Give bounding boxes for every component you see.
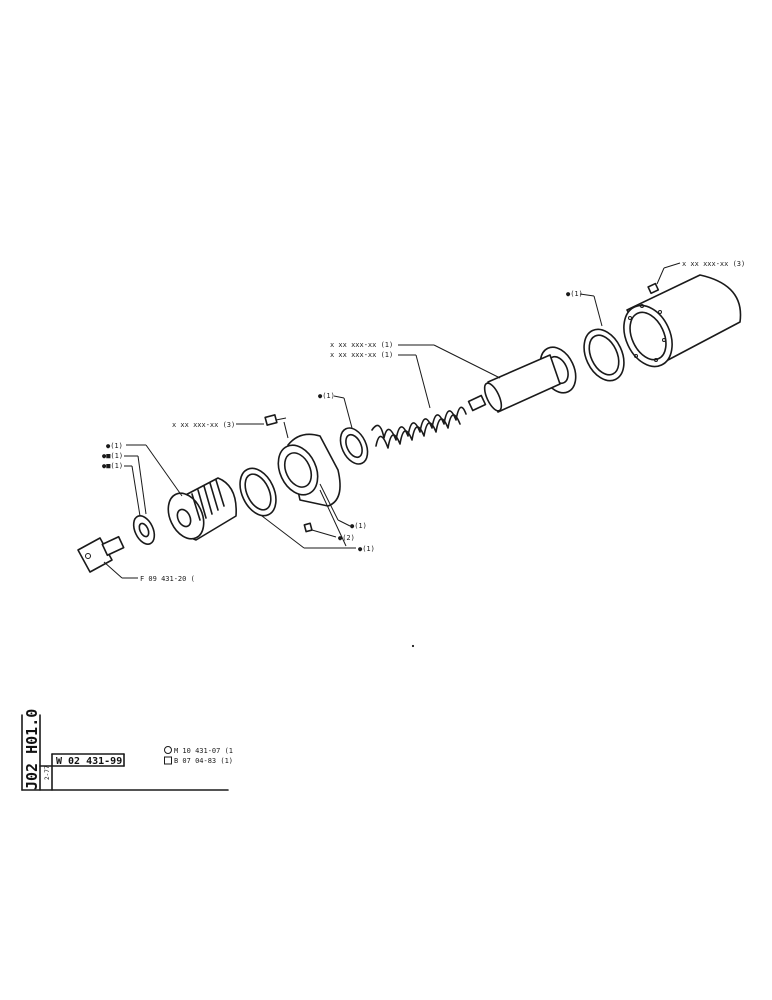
cylinder-housing [277,433,351,547]
small-pin [303,522,337,538]
legend-circle-symbol [164,746,172,754]
callout-housing-c: ●(1) [358,545,375,553]
callout-housing-b: ●(2) [338,534,355,542]
callout-cover-seal: ●(1) [566,290,583,298]
callout-cover-bolt: x xx xxx-xx (3) [682,260,745,268]
washer [124,455,156,545]
callout-spring-seat: ●(1) [318,392,335,400]
cover-bolt [647,262,681,295]
callout-tube-assembly: x xx xxx-xx (1) [330,341,393,349]
callout-spring: x xx xxx-xx (1) [330,351,393,359]
clevis [77,535,138,579]
o-ring [239,467,356,549]
legend [164,746,172,765]
callout-bolt-left: x xx xxx-xx (3) [172,421,235,429]
callout-washer-a: ●■(1) [102,452,123,460]
legend-square-symbol [164,756,172,765]
title-block [21,714,229,791]
side-code: J02 H01.0 [23,709,41,790]
bolt-left [236,414,289,439]
callout-housing-a: ●(1) [350,522,367,530]
legend-square-text: B 07 04-83 (1) [174,757,233,765]
cover-seal-ring [579,293,625,382]
drawing-number: W 02 431-99 [56,756,122,767]
spring [371,354,467,449]
legend-circle-text: M 10 431-07 (1 [174,747,233,755]
spring-seat-ring [333,395,369,465]
callout-clevis: F 09 431-20 ( [140,575,195,583]
cylinder-cover [623,274,742,368]
callout-piston: ●(1) [106,442,123,450]
small-code: 2-77 [44,765,51,780]
piston [126,444,237,541]
tube-assembly [398,344,577,413]
callout-washer-b: ●■(1) [102,462,123,470]
